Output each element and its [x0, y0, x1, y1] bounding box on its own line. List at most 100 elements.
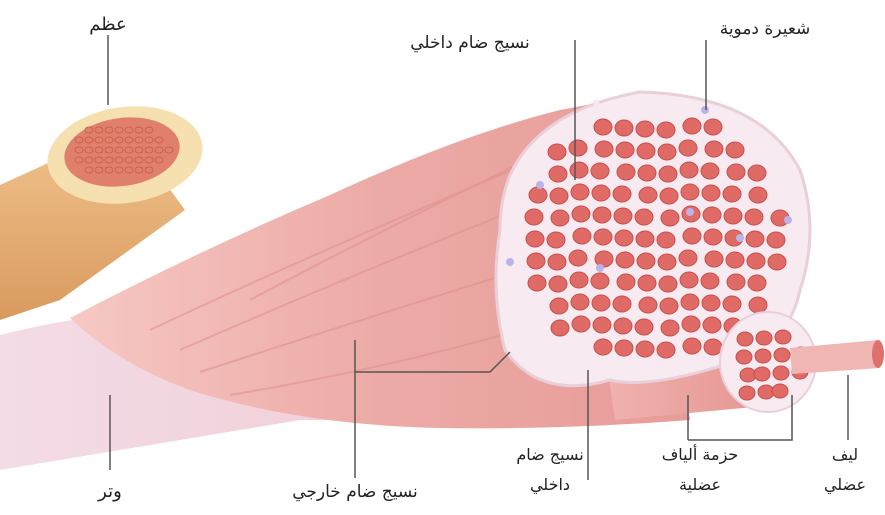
bone-marrow-dot — [125, 167, 133, 173]
fiber-cross-section — [592, 295, 610, 311]
bone-marrow-dot — [125, 157, 133, 163]
fiber-cross-section — [616, 142, 634, 158]
fiber-cross-section — [703, 207, 721, 223]
bone-marrow-dot — [105, 147, 113, 153]
fiber-cross-section — [548, 254, 566, 270]
fiber-cross-section — [636, 231, 654, 247]
fiber-cross-section — [636, 121, 654, 137]
fiber-cross-section — [661, 210, 679, 226]
bone-marrow-dot — [115, 167, 123, 173]
fiber-cross-section — [701, 273, 719, 289]
fiber-cross-section — [660, 298, 678, 314]
bone-marrow-dot — [85, 147, 93, 153]
fiber-cross-section — [636, 341, 654, 357]
fiber-cross-section — [774, 348, 790, 362]
fiber-label-line1: ليف — [832, 445, 858, 464]
fiber-cross-section — [705, 251, 723, 267]
blood-capillary-label: شعيرة دموية — [720, 19, 811, 39]
fiber-cross-section — [704, 119, 722, 135]
bone-marrow-dot — [95, 137, 103, 143]
fiber-cross-section — [637, 143, 655, 159]
fiber-cross-section — [681, 184, 699, 200]
fiber-cross-section — [615, 230, 633, 246]
bone-marrow-dot — [105, 157, 113, 163]
bone-marrow-dot — [115, 127, 123, 133]
fiber-cross-section — [551, 320, 569, 336]
fiber-cross-section — [614, 318, 632, 334]
bone-marrow-dot — [155, 137, 163, 143]
bone-marrow-dot — [105, 137, 113, 143]
fiber-cross-section — [679, 140, 697, 156]
fiber-cross-section — [613, 296, 631, 312]
bone-marrow-dot — [75, 157, 83, 163]
bone-marrow-dot — [135, 127, 143, 133]
bone-marrow-dot — [105, 127, 113, 133]
fiber-cross-section — [680, 162, 698, 178]
fiber-cross-section — [659, 276, 677, 292]
fiber-cross-section — [660, 188, 678, 204]
fiber-cross-section — [635, 209, 653, 225]
bone-marrow-dot — [135, 157, 143, 163]
bone-marrow-dot — [75, 137, 83, 143]
fiber-cross-section — [726, 142, 744, 158]
fiber-cross-section — [528, 275, 546, 291]
fiber-cross-section — [529, 187, 547, 203]
fiber-cross-section — [724, 208, 742, 224]
fiber-cross-section — [615, 120, 633, 136]
fiber-cross-section — [573, 228, 591, 244]
fiber-cross-section — [749, 297, 767, 313]
fiber-cross-section — [683, 338, 701, 354]
fiber-cross-section — [614, 208, 632, 224]
fiber-cross-section — [595, 141, 613, 157]
fiber-cross-section — [704, 339, 722, 355]
fiber-cross-section — [705, 141, 723, 157]
fiber-cross-section — [748, 275, 766, 291]
fiber-cross-section — [550, 188, 568, 204]
fiber-cross-section — [547, 232, 565, 248]
bone-marrow-dot — [105, 167, 113, 173]
fiber-cross-section — [525, 209, 543, 225]
fiber-cross-section — [637, 253, 655, 269]
fiber-cross-section — [551, 210, 569, 226]
fiber-cross-section — [723, 186, 741, 202]
bone-marrow-dot — [125, 147, 133, 153]
fiber-cross-section — [739, 386, 755, 400]
fiber-cross-section — [526, 231, 544, 247]
fiber-cross-section — [756, 331, 772, 345]
fiber-cross-section — [571, 294, 589, 310]
fiber-cross-section — [747, 253, 765, 269]
fiber-cross-section — [591, 163, 609, 179]
fiber-cross-section — [613, 186, 631, 202]
bone-marrow-dot — [145, 127, 153, 133]
bone-marrow-dot — [135, 137, 143, 143]
fiber-cross-section — [595, 251, 613, 267]
bone-marrow-dot — [125, 137, 133, 143]
bone-marrow-dot — [155, 157, 163, 163]
fiber-cross-section — [659, 166, 677, 182]
fiber-cross-section — [570, 272, 588, 288]
bone-marrow-dot — [145, 137, 153, 143]
bone-label: عظم — [89, 14, 127, 35]
fiber-cross-section — [527, 253, 545, 269]
fascicle-label-line2: عضلية — [679, 475, 721, 494]
fiber-cross-section — [549, 276, 567, 292]
fiber-cross-section — [594, 229, 612, 245]
fiber-cross-section — [591, 273, 609, 289]
fiber-cross-section — [639, 187, 657, 203]
fiber-cross-section — [594, 339, 612, 355]
fiber-cross-section — [768, 254, 786, 270]
fiber-cross-section — [615, 340, 633, 356]
fiber-cross-section — [635, 319, 653, 335]
fiber-cross-section — [702, 185, 720, 201]
bone-marrow-dot — [75, 147, 83, 153]
fiber-cross-section — [658, 254, 676, 270]
fiber-cross-section — [754, 367, 770, 381]
fiber-cross-section — [682, 316, 700, 332]
fiber-cross-section — [679, 250, 697, 266]
bone-marrow-dot — [115, 137, 123, 143]
perimysium-label-line2: داخلي — [530, 475, 570, 495]
epimysium-label: نسيج ضام خارجي — [292, 482, 418, 502]
fiber-cross-section — [571, 184, 589, 200]
bone-marrow-dot — [95, 127, 103, 133]
